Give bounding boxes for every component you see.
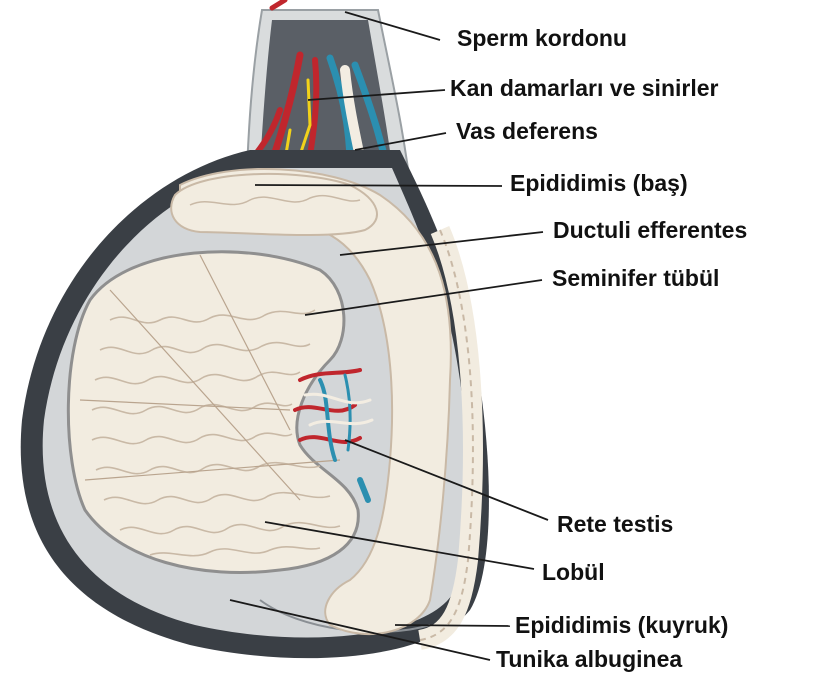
label-ductuli-efferentes: Ductuli efferentes (553, 219, 747, 242)
label-seminiferous-tubule: Seminifer tübül (552, 267, 719, 290)
label-epididymis-tail: Epididimis (kuyruk) (515, 614, 728, 637)
label-epididymis-head: Epididimis (baş) (510, 172, 688, 195)
leader-epididymis-tail (395, 625, 510, 626)
label-vessels-nerves: Kan damarları ve sinirler (450, 77, 718, 100)
leader-epididymis-head (255, 185, 502, 186)
label-sperm-cord: Sperm kordonu (457, 27, 627, 50)
label-rete-testis: Rete testis (557, 513, 673, 536)
label-vas-deferens: Vas deferens (456, 120, 598, 143)
label-tunica-albuginea: Tunika albuginea (496, 648, 682, 671)
epididymis-head (171, 174, 377, 235)
label-lobule: Lobül (542, 561, 605, 584)
